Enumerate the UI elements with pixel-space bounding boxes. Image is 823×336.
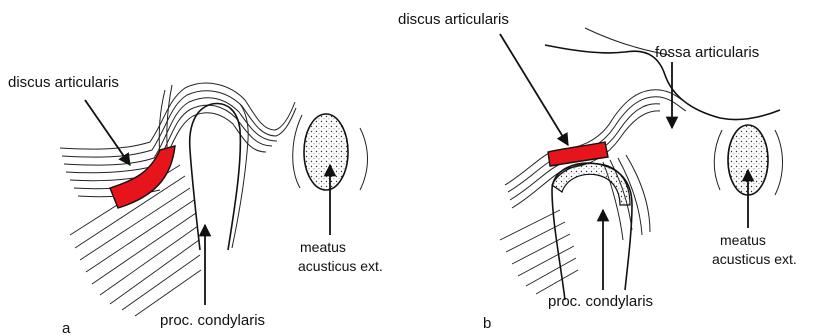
meatus-label-a-line1: meatus	[300, 239, 346, 255]
condyle-label-b: proc. condylaris	[548, 293, 653, 310]
disc-label-b: discus articularis	[398, 11, 509, 28]
condyle-outline-a	[190, 104, 241, 250]
articular-disc-a	[110, 146, 175, 208]
disc-arrow-a	[85, 100, 130, 165]
meatus-a	[304, 114, 348, 190]
panel-letter-a: a	[62, 320, 71, 336]
articular-disc-b	[548, 142, 608, 166]
meatus-label-a-line2: acusticus ext.	[298, 258, 383, 274]
muscle-hatching-b	[500, 210, 578, 294]
disc-arrow-b	[500, 34, 568, 145]
disc-label-a: discus articularis	[8, 74, 119, 91]
meatus-label-b-line2: acusticus ext.	[712, 251, 797, 267]
fossa-label-b: fossa articularis	[655, 44, 759, 61]
panel-a: discus articularis proc. condylaris meat…	[8, 74, 383, 336]
panel-letter-b: b	[483, 315, 491, 332]
meatus-contour-outer-b	[775, 130, 783, 195]
panel-b: discus articularis fossa articularis pro…	[398, 11, 797, 332]
meatus-contour-a	[293, 115, 302, 188]
meatus-contour-outer-a	[360, 128, 368, 190]
meatus-label-b-line1: meatus	[720, 232, 766, 248]
condyle-label-a: proc. condylaris	[160, 312, 265, 329]
capsule-fibers-a	[60, 83, 296, 197]
meatus-contour-b	[714, 130, 722, 190]
